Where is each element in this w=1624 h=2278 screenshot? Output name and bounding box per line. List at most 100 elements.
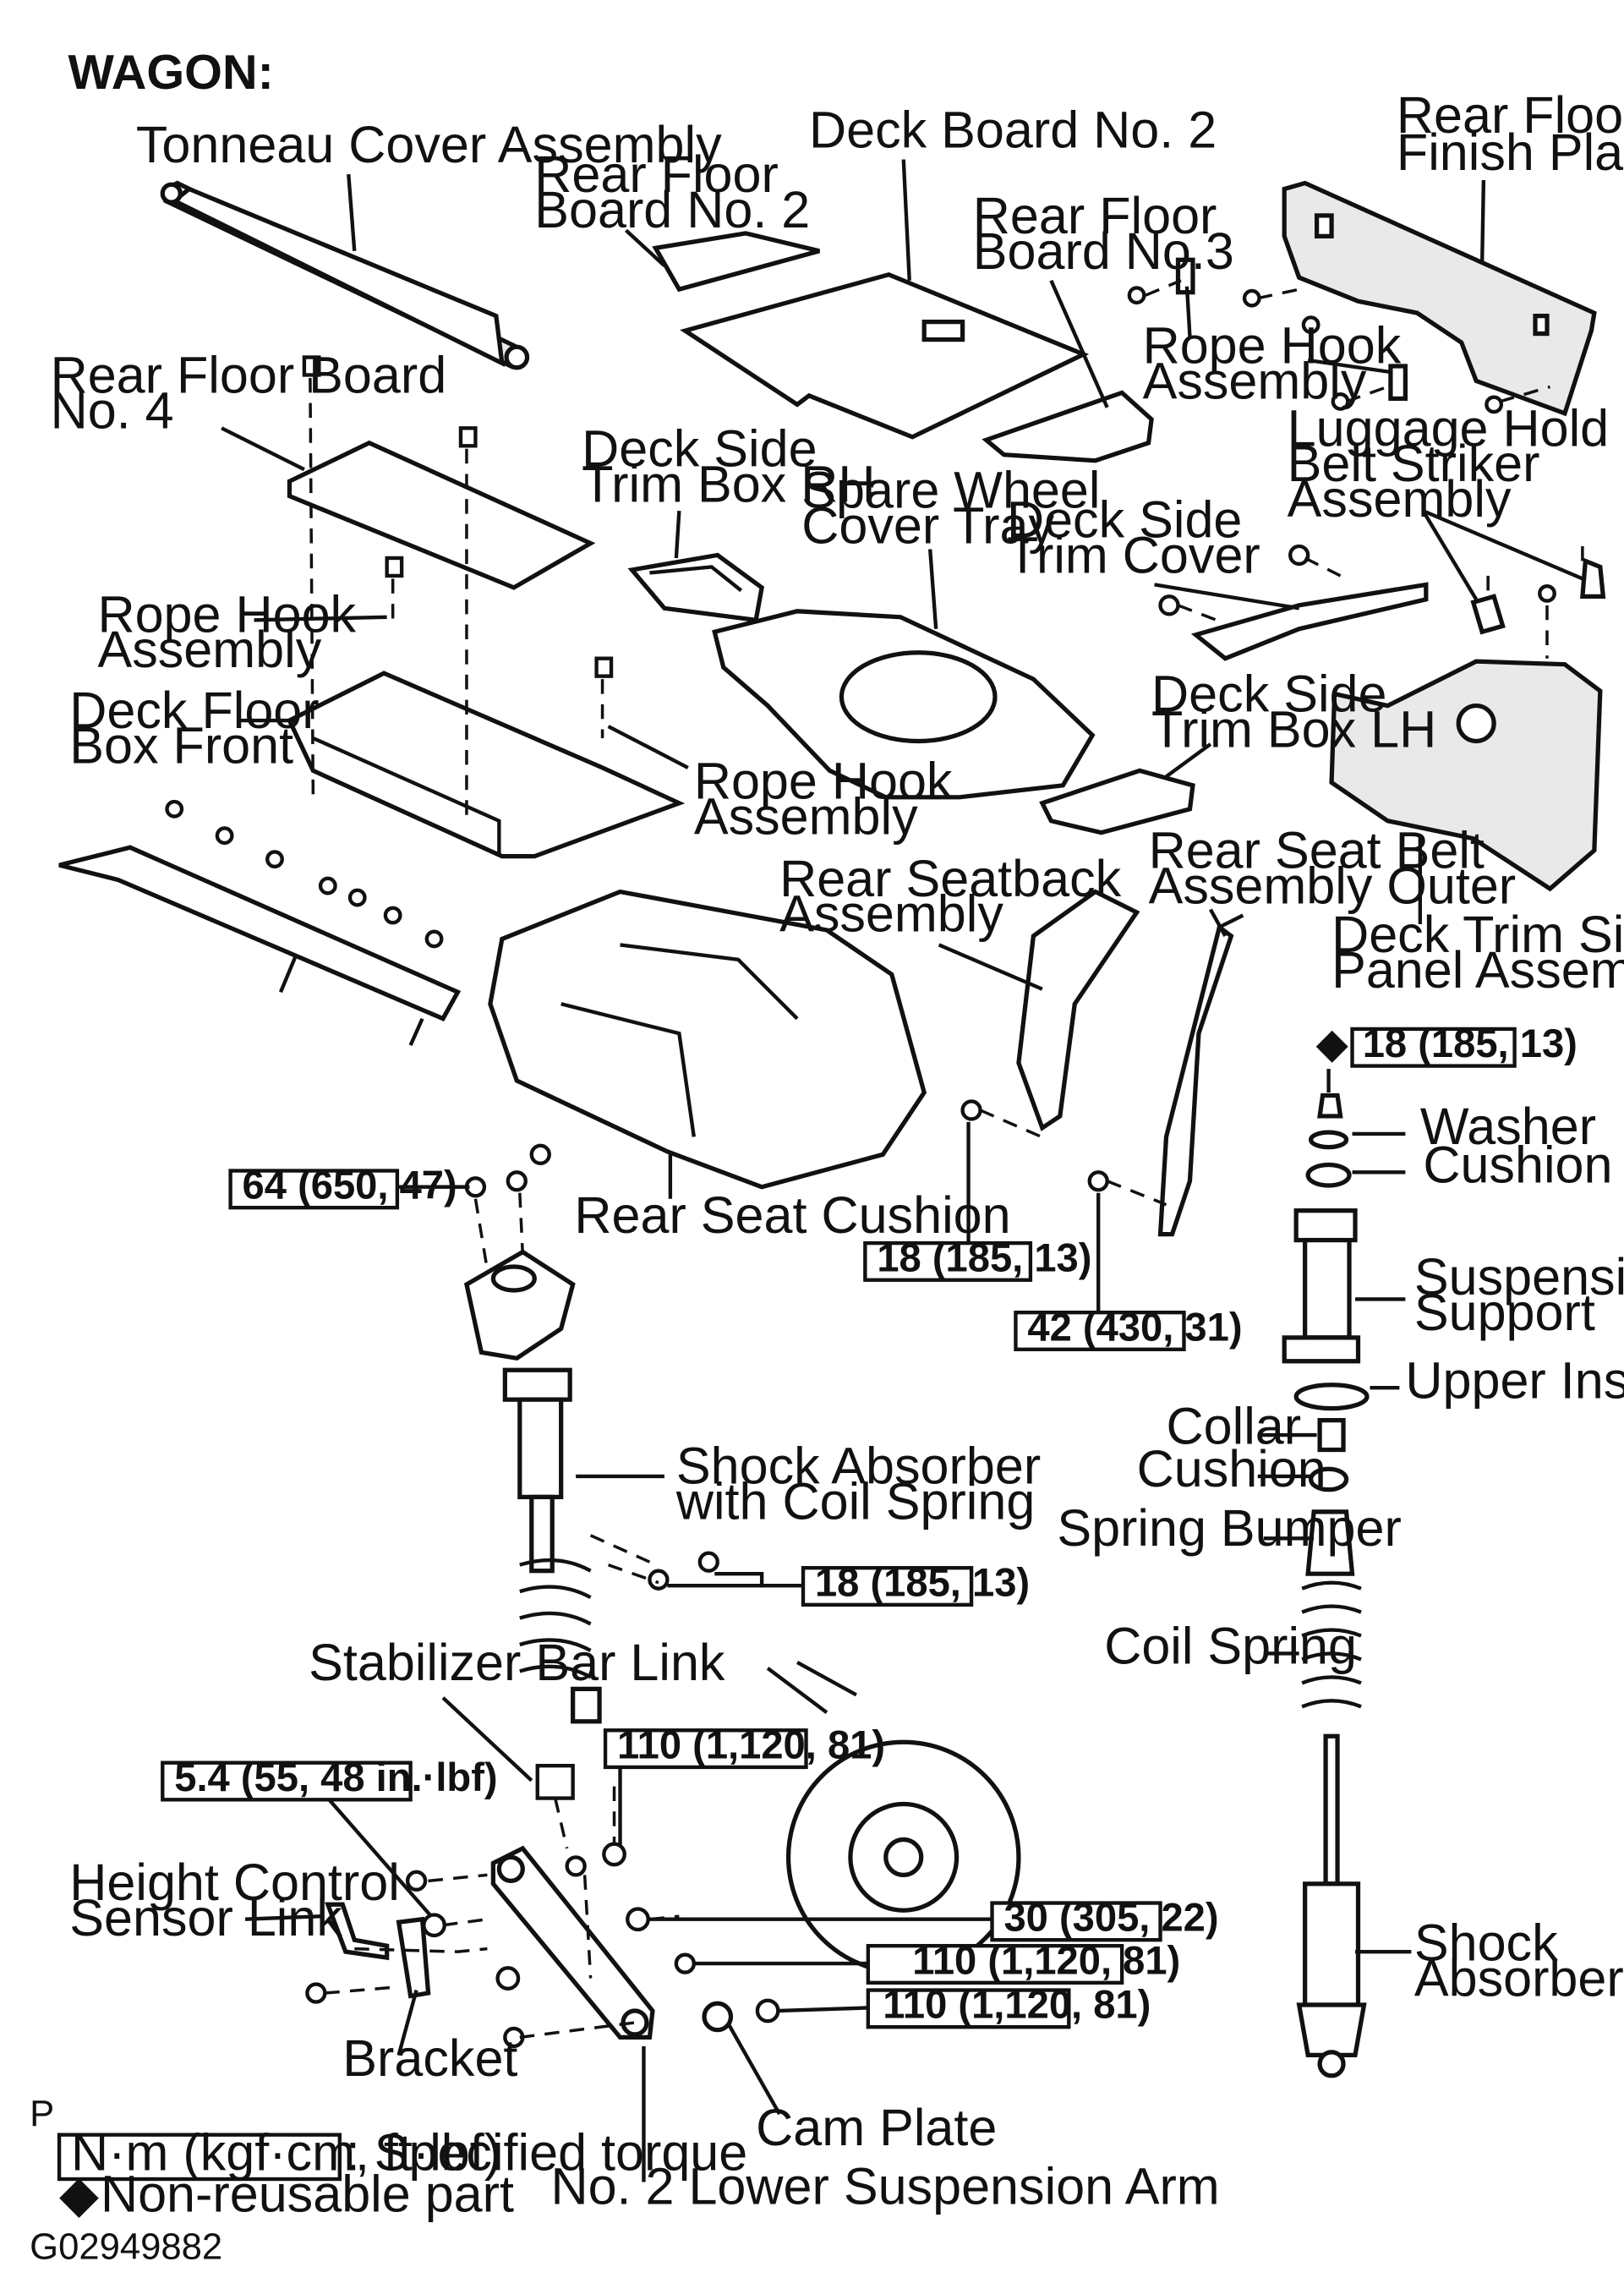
cam-plate-drawing [702,2001,734,2033]
deck-floor-box-front-drawing [286,671,686,859]
torque-64: 64 (650, 47) [228,1163,457,1210]
label-rear-floor-board-3-1: Rear Floor [973,187,1217,244]
rear-seatback-drawing [1016,889,1140,1131]
label-shock-absorber-2: Absorber [1414,1950,1624,2007]
label-collar: Collar [1167,1398,1302,1455]
svg-text:110 (1,120, 81): 110 (1,120, 81) [883,1982,1151,2027]
label-shock-absorber-1: Shock [1414,1914,1558,1972]
torque-specs: ◆ 18 (185, 13) 64 (650, 47) 18 (185, 13)… [161,1021,1578,2029]
brake-disc-drawing [766,1661,1021,1975]
label-rope-hook-top-2: Assembly [1143,352,1367,409]
label-deck-trim-side-1: Deck Trim Side [1331,906,1624,963]
svg-text:110 (1,120, 81): 110 (1,120, 81) [617,1722,885,1766]
rear-seat-cushion-drawing [488,889,927,1190]
non-reusable-diamond-marker: ◆ [1316,1021,1349,1065]
label-rear-floor-board-2-2: Board No. 2 [534,181,810,238]
label-tonneau-cover: Tonneau Cover Assembly [136,116,722,173]
deck-side-trim-box-rh-drawing [627,552,765,623]
label-height-sensor-2: Sensor Link [69,1889,342,1947]
label-deck-floor-box-1: Deck Floor [69,682,319,739]
label-rear-seatback-1: Rear Seatback [779,850,1122,907]
label-rear-floor-finish-plate-1: Rear Floor [1397,86,1624,144]
torque-110-b: 110 (1,120, 81) [866,1937,1180,1985]
label-suspension-support-2: Support [1414,1284,1595,1341]
label-stabilizer-link: Stabilizer Bar Link [309,1634,725,1691]
torque-30: 30 (305, 22) [990,1895,1219,1942]
torque-42: 42 (430, 31) [1014,1304,1243,1351]
deck-board-2-drawing [680,271,1090,440]
label-spare-wheel-1: Spare Wheel [801,462,1100,519]
label-deck-trim-side-2: Panel Assembly [1331,941,1624,999]
svg-text:42 (430, 31): 42 (430, 31) [1027,1304,1242,1349]
label-rear-floor-finish-plate-2: Finish Plate [1397,123,1624,181]
label-rope-hook-left-1: Rope Hook [97,585,356,643]
svg-text:5.4 (55, 48 in.·lbf): 5.4 (55, 48 in.·lbf) [174,1755,497,1799]
rear-floor-finish-plate-drawing [1282,180,1597,417]
torque-connectors [326,1069,1331,2013]
label-upper-insulator: Upper Insulator [1405,1351,1624,1409]
figure-code: G02949882 [30,2226,222,2267]
torque-18-top-right: 18 (185, 13) [1350,1021,1578,1068]
leader-lines [221,159,1583,2182]
label-spare-wheel-2: Cover Tray [801,497,1054,555]
assembly-lines [309,279,1584,2040]
rear-floor-rail-drawing [58,845,462,1047]
height-sensor-bracket-drawing [325,1902,431,1999]
label-deck-side-trim-cover-1: Deck Side [1007,491,1242,549]
label-bracket: Bracket [342,2029,517,2087]
deck-side-trim-cover-drawing [1190,582,1429,661]
spare-wheel-cover-tray-drawing [712,609,1096,800]
label-deck-side-trim-box-lh-2: Trim Box LH [1151,700,1436,758]
deck-side-trim-box-lh-drawing [1039,768,1195,835]
label-cushion-lower: Cushion [1137,1440,1326,1498]
shock-with-coil-drawing [502,1367,602,1724]
label-luggage-hold-1: Luggage Hold [1288,399,1609,457]
rear-floor-board-4-drawing [287,440,596,590]
svg-text:110 (1,120, 81): 110 (1,120, 81) [912,1937,1180,1982]
label-spring-bumper: Spring Bumper [1057,1499,1401,1557]
luggage-hold-striker-drawing [1470,557,1606,635]
label-height-sensor-1: Height Control [69,1854,400,1911]
svg-text:18 (185, 13): 18 (185, 13) [877,1235,1091,1279]
suspension-stack-drawing [1282,1092,1370,2078]
legend-diamond-desc: Non-reusable part [101,2165,514,2222]
fasteners [165,286,1556,2049]
label-deck-side-trim-box-rh-2: Trim Box RH [582,456,875,513]
rear-floor-board-2-drawing [652,231,820,293]
label-rear-seatback-2: Assembly [779,885,1003,943]
legend-unit-desc: : Specified torque [346,2124,747,2182]
label-rope-hook-mid-1: Rope Hook [694,753,953,810]
torque-110-a: 110 (1,120, 81) [603,1722,885,1770]
label-deck-side-trim-box-rh-1: Deck Side [582,420,817,478]
torque-18-seat: 18 (185, 13) [863,1235,1091,1282]
label-cam-plate: Cam Plate [756,2099,997,2156]
upper-body-bracket-drawing [463,1249,576,1361]
label-deck-board-2: Deck Board No. 2 [809,101,1217,159]
svg-text:18 (185, 13): 18 (185, 13) [1363,1021,1578,1065]
rear-seat-belt-outer-drawing [1157,913,1244,1237]
label-rear-seat-cushion: Rear Seat Cushion [574,1186,1010,1244]
label-deck-side-trim-cover-2: Trim Cover [1007,526,1260,583]
torque-18-shock: 18 (185, 13) [801,1559,1030,1607]
rear-floor-board-3-drawing [982,390,1154,463]
legend-marker: P [30,2093,54,2134]
label-cushion-upper: Cushion [1423,1136,1612,1194]
label-rope-hook-left-2: Assembly [97,621,321,678]
svg-text:30 (305, 22): 30 (305, 22) [1003,1895,1218,1940]
label-coil-spring: Coil Spring [1104,1618,1357,1675]
label-shock-coil-2: with Coil Spring [675,1473,1035,1531]
legend-diamond: ◆ [59,2165,99,2222]
rope-hook-top-drawing [1175,257,1408,402]
deck-trim-side-panel-drawing [1329,659,1603,892]
label-rear-seat-belt-1: Rear Seat Belt [1149,822,1485,879]
label-rope-hook-top-1: Rope Hook [1143,317,1402,375]
label-rear-floor-board-3-2: Board No.3 [973,222,1234,280]
tonneau-cover-drawing [160,180,530,370]
label-rear-floor-board-2-1: Rear Floor [534,145,779,203]
torque-5-4: 5.4 (55, 48 in.·lbf) [161,1755,498,1802]
label-deck-side-trim-box-lh-1: Deck Side [1151,665,1386,723]
torque-110-c: 110 (1,120, 81) [866,1982,1151,2029]
label-rear-seat-belt-2: Assembly Outer [1149,857,1517,915]
svg-text:18 (185, 13): 18 (185, 13) [815,1559,1030,1604]
